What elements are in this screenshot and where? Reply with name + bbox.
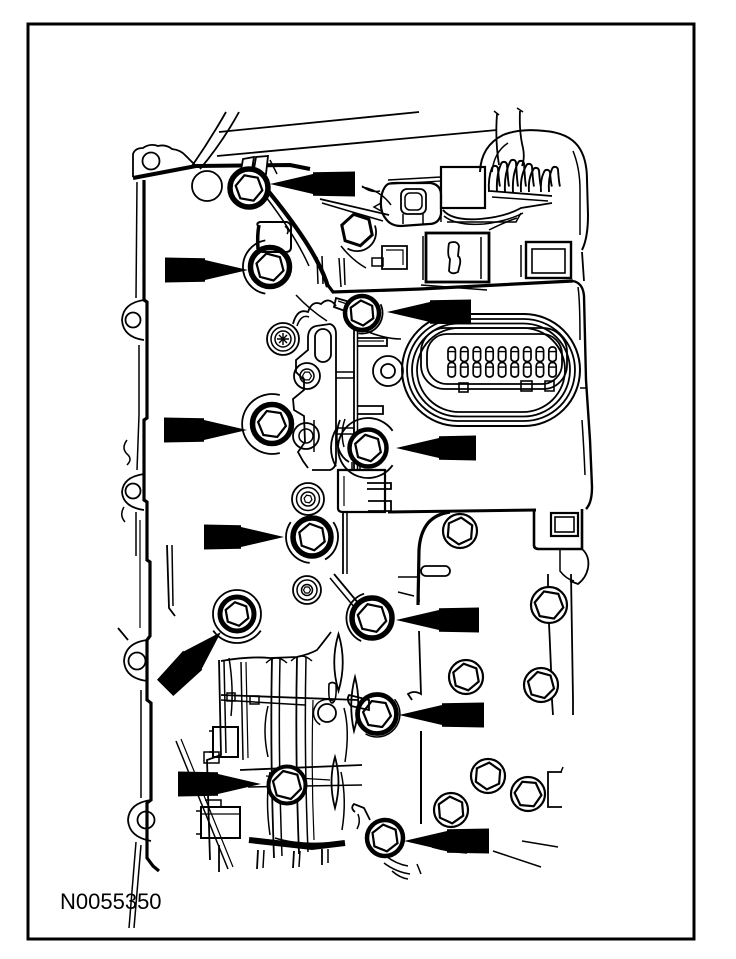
- svg-text:N0055350: N0055350: [60, 889, 162, 914]
